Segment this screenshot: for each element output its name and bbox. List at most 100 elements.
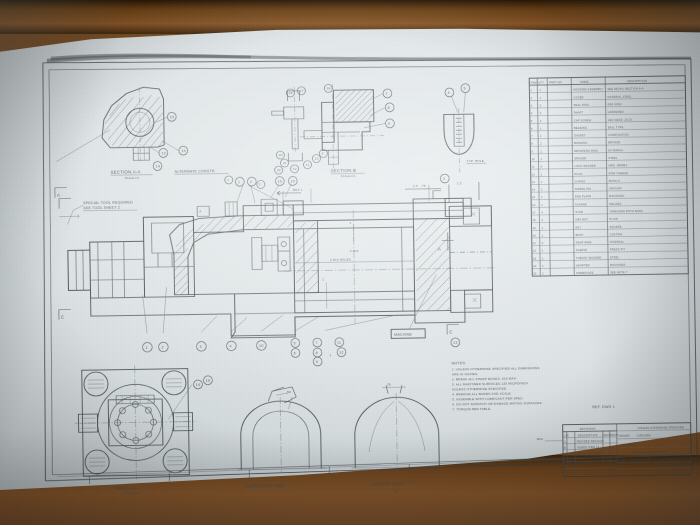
table-cell: 1 <box>540 157 542 161</box>
table-cell: 1 <box>542 226 544 230</box>
svg-text:DESCRIPTION: DESCRIPTION <box>578 433 598 437</box>
svg-text:2: 2 <box>162 346 164 350</box>
table-cell: 15 <box>532 195 536 199</box>
table-cell: 17 <box>532 211 536 215</box>
svg-text:3. ALL MACHINED SURFACES 125 M: 3. ALL MACHINED SURFACES 125 MICROINCH <box>452 381 528 386</box>
svg-text:15: 15 <box>278 179 282 183</box>
title-block: REVISIONS LTR DESCRIPTION DATE APPR A RE… <box>537 422 692 478</box>
svg-text:1: 1 <box>227 178 229 182</box>
table-row-rule <box>531 212 688 216</box>
table-cell: O-RING <box>575 179 586 183</box>
table-cell: 25 <box>533 272 537 276</box>
svg-text:4: 4 <box>448 91 450 95</box>
table-cell: 1 <box>542 249 544 253</box>
sheet-trim-marks <box>57 454 692 485</box>
table-cell: COMPOSITION <box>608 133 629 137</box>
label-alternate-end: ALTERNATE END <box>246 483 284 489</box>
table-cell: PIPE THREAD <box>609 171 629 175</box>
table-cell: 1 <box>541 180 543 184</box>
table-cell: PER SPEC <box>608 102 623 106</box>
svg-text:8: 8 <box>388 106 390 110</box>
table-cell: HEX HEAD .25-20 <box>608 117 633 121</box>
svg-text:17: 17 <box>300 89 304 93</box>
svg-text:ARE IN INCHES.: ARE IN INCHES. <box>452 372 479 376</box>
table-row-rule <box>531 197 688 200</box>
svg-text:6: 6 <box>322 152 324 156</box>
table-cell: 11 <box>532 165 536 169</box>
svg-text:1 OF 1: 1 OF 1 <box>677 470 687 474</box>
table-cell: BRONZE <box>608 140 620 144</box>
table-cell: CAP SCREW <box>574 118 592 122</box>
svg-text:A: A <box>57 193 60 198</box>
svg-text:DESCRIPTION: DESCRIPTION <box>627 79 647 83</box>
desk-edge-top <box>0 0 700 34</box>
view-bottom-left: 14 15 VIEW A-A SCALE 1/1 <box>74 365 213 495</box>
view-bottom-right: .25 MASTER SIDE 11 <box>351 382 446 493</box>
table-cell: 20 <box>533 234 537 238</box>
table-cell: 22 <box>533 249 537 253</box>
table-cell: 1 <box>539 88 541 92</box>
svg-text:20: 20 <box>279 153 283 157</box>
table-cell: 16 <box>532 203 536 207</box>
table-row-rule <box>531 242 688 246</box>
table-cell: 1 <box>530 88 532 92</box>
svg-text:16: 16 <box>289 91 293 95</box>
table-cell: 1 <box>539 96 541 100</box>
svg-text:13: 13 <box>453 341 457 345</box>
table-cell: 1 <box>541 203 543 207</box>
svg-text:UNLESS OTHERWISE SPECIFIED.: UNLESS OTHERWISE SPECIFIED. <box>452 387 507 392</box>
table-cell: 1 <box>542 272 544 276</box>
table-cell: BALL TYPE <box>608 125 624 129</box>
table-row-rule <box>530 143 687 147</box>
svg-text:SEE TOOL SHEET 2: SEE TOOL SHEET 2 <box>83 206 120 211</box>
table-cell: SPACER <box>574 156 586 160</box>
table-cell: 2 <box>540 104 542 108</box>
svg-text:APPROVED: APPROVED <box>619 442 635 446</box>
svg-text:16: 16 <box>291 179 295 183</box>
svg-text:C: C <box>449 329 452 334</box>
svg-text:2: 2 <box>259 183 261 187</box>
notes-block: NOTES: 1. UNLESS OTHERWISE SPECIFIED ALL… <box>452 361 543 411</box>
table-cell: NAMEPLATE <box>576 271 593 275</box>
table-row-rule <box>530 189 687 193</box>
table-row-rule <box>529 105 686 109</box>
svg-text:4. REMOVE ALL BURRS AND SCALE.: 4. REMOVE ALL BURRS AND SCALE. <box>452 392 512 397</box>
svg-text:SLEEVE ASSEMBLY: SLEEVE ASSEMBLY <box>631 450 668 455</box>
table-cell: WELDED <box>609 202 621 206</box>
table-cell: 1 <box>542 233 544 237</box>
table-cell: 14 <box>532 188 536 192</box>
table-cell: 6 <box>531 127 533 131</box>
svg-text:1.2: 1.2 <box>457 181 462 185</box>
table-cell: 1 <box>542 264 544 268</box>
section-mark-c: C <box>58 309 71 320</box>
svg-text:1: 1 <box>146 346 148 350</box>
table-row-rule <box>530 128 687 132</box>
svg-text:ADDED ITEM 14: ADDED ITEM 14 <box>577 445 600 449</box>
svg-text:1/1: 1/1 <box>659 464 664 468</box>
table-cell: CASTING <box>610 232 623 236</box>
svg-text:4: 4 <box>230 344 232 348</box>
svg-text:13: 13 <box>162 151 166 155</box>
label-typ-hole: TYP. HOLE <box>466 159 484 163</box>
svg-text:7: 7 <box>386 92 388 96</box>
table-cell: SNAP RING <box>576 240 592 244</box>
table-cell: MACHINED <box>610 263 625 267</box>
table-cell: 4 <box>540 119 542 123</box>
table-cell: END PLATE <box>575 194 591 198</box>
table-row-rule <box>529 97 686 101</box>
section-mark-a-left: A <box>54 187 67 198</box>
svg-text:PART NO.: PART NO. <box>549 80 563 84</box>
table-row-rule <box>532 265 689 269</box>
svg-text:5: 5 <box>464 87 466 91</box>
view-detail-upper-right: 4 5 TYP. HOLE 3 <box>432 83 487 199</box>
svg-text:ITEM: ITEM <box>530 80 537 84</box>
svg-text:23: 23 <box>170 115 174 119</box>
svg-text:MFG: MFG <box>537 437 543 441</box>
svg-text:19: 19 <box>181 149 185 153</box>
svg-text:C: C <box>564 451 566 455</box>
table-cell: THREADED BOTH ENDS <box>609 209 643 214</box>
svg-text:NAME: NAME <box>580 80 588 84</box>
table-row-rule <box>532 273 689 277</box>
svg-text:10: 10 <box>315 157 319 161</box>
